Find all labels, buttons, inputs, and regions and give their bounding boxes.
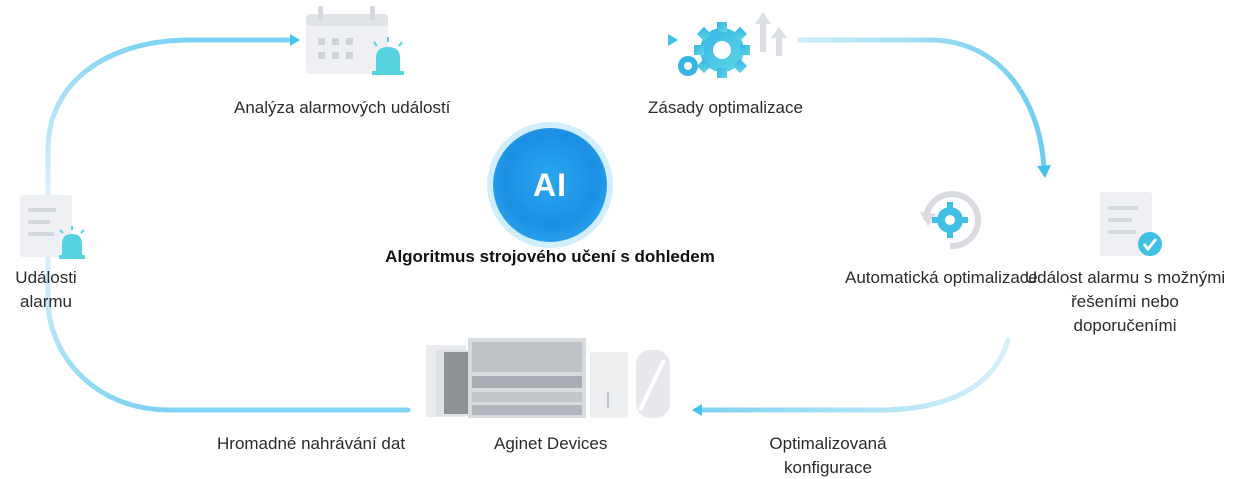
gear-refresh-icon	[920, 191, 981, 250]
arrow-head-3	[1037, 165, 1051, 178]
label-optimized-config: Optimalizovaná konfigurace	[769, 432, 886, 479]
document-alarm-icon	[20, 195, 85, 259]
label-optimized-config-line1: Optimalizovaná	[769, 434, 887, 453]
label-bulk-upload: Hromadné nahrávání dat	[217, 434, 406, 453]
label-solutions-line2: řešeními nebo	[1071, 292, 1179, 311]
flow-line-right-bottom	[697, 337, 1011, 413]
label-optimized-config-line2: konfigurace	[784, 458, 872, 477]
arrow-head-1	[290, 34, 300, 46]
label-aginet-devices: Aginet Devices	[494, 434, 608, 453]
gears-arrows-icon	[678, 12, 787, 78]
label-alarm-analysis: Analýza alarmových událostí	[234, 98, 451, 117]
ai-algorithm-title: Algoritmus strojového učení s dohledem	[385, 247, 715, 266]
ai-badge-text: AI	[533, 166, 567, 203]
label-optimization-policy: Zásady optimalizace	[648, 98, 803, 117]
devices-image	[426, 338, 670, 418]
label-alarm-event-solutions: Událost alarmu s možnými řešeními nebo d…	[1025, 266, 1225, 338]
label-solutions-line3: doporučeními	[1073, 316, 1177, 335]
label-auto-optimization: Automatická optimalizace	[845, 268, 1038, 287]
label-alarm-events: Události alarmu	[15, 266, 76, 314]
label-alarm-events-line1: Události	[15, 268, 77, 287]
ai-badge: AI	[493, 128, 607, 242]
flow-line-right-top	[797, 37, 1047, 171]
calendar-alarm-icon	[306, 6, 404, 75]
label-solutions-line1: Událost alarmu s možnými	[1024, 268, 1226, 287]
label-alarm-events-line2: alarmu	[20, 292, 72, 311]
arrow-head-2	[668, 34, 678, 46]
arrow-head-4	[692, 404, 702, 416]
document-check-icon	[1100, 192, 1162, 256]
